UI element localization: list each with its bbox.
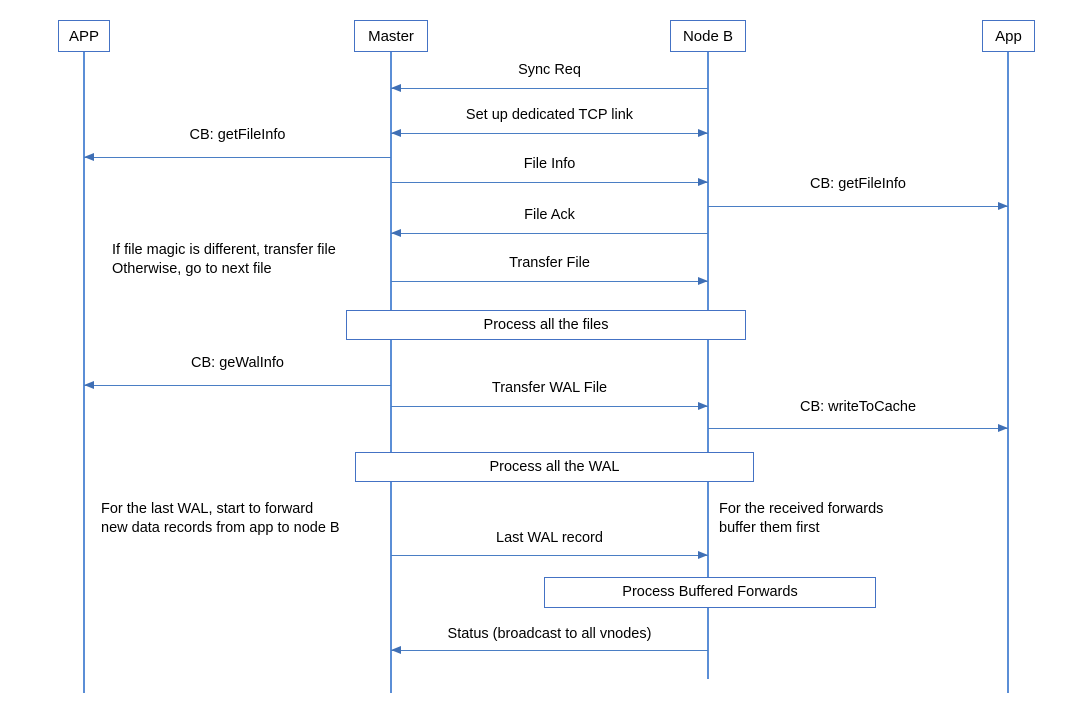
lifeline-app-left	[83, 52, 85, 693]
message-line-transfer-wal-file	[391, 406, 708, 407]
arrowhead-right-setup-tcp-link	[698, 128, 708, 137]
message-label-setup-tcp-link: Set up dedicated TCP link	[465, 107, 634, 123]
arrowhead-left-file-ack	[391, 228, 401, 237]
arrowhead-left-status-broadcast	[391, 645, 401, 654]
message-label-cb-get-file-info-right: CB: getFileInfo	[810, 176, 906, 192]
lifeline-app-right	[1007, 52, 1009, 693]
participant-box-master[interactable]: Master	[354, 20, 428, 52]
note-buffer-forwards: For the received forwards buffer them fi…	[719, 501, 884, 536]
message-line-last-wal-record	[391, 555, 708, 556]
arrowhead-right-cb-write-to-cache	[998, 423, 1008, 432]
message-label-cb-get-file-info-left: CB: getFileInfo	[189, 127, 286, 143]
participant-box-node-b[interactable]: Node B	[670, 20, 746, 52]
arrowhead-left-cb-get-file-info-left	[84, 152, 94, 161]
participant-label-app-right: App	[995, 27, 1022, 45]
participant-box-app-left[interactable]: APP	[58, 20, 110, 52]
arrowhead-left-setup-tcp-link	[391, 128, 401, 137]
message-label-last-wal-record: Last WAL record	[496, 530, 603, 546]
message-line-transfer-file	[391, 281, 708, 282]
arrowhead-right-cb-get-file-info-right	[998, 201, 1008, 210]
note-last-wal-forward: For the last WAL, start to forward new d…	[101, 501, 340, 536]
message-label-file-ack: File Ack	[524, 207, 575, 223]
activation-label-process-buffered-forwards: Process Buffered Forwards	[622, 584, 798, 601]
participant-label-app-left: APP	[68, 27, 99, 45]
message-line-cb-write-to-cache	[708, 428, 1008, 429]
message-label-transfer-file: Transfer File	[509, 255, 590, 271]
activation-label-process-all-wal: Process all the WAL	[489, 458, 620, 475]
arrowhead-right-transfer-wal-file	[698, 401, 708, 410]
message-label-sync-req: Sync Req	[518, 62, 581, 78]
message-label-status-broadcast: Status (broadcast to all vnodes)	[447, 626, 652, 642]
lifeline-master	[390, 52, 392, 693]
message-line-sync-req	[391, 88, 708, 89]
arrowhead-right-file-info	[698, 177, 708, 186]
arrowhead-right-transfer-file	[698, 276, 708, 285]
message-line-file-ack	[391, 233, 708, 234]
activation-label-process-all-files: Process all the files	[483, 316, 609, 333]
note-file-magic: If file magic is different, transfer fil…	[112, 242, 336, 277]
message-line-cb-ge-wal-info	[84, 385, 391, 386]
message-label-cb-ge-wal-info: CB: geWalInfo	[191, 355, 284, 371]
arrowhead-left-cb-ge-wal-info	[84, 380, 94, 389]
activation-box-process-all-files[interactable]: Process all the files	[346, 310, 746, 340]
participant-label-master: Master	[368, 27, 414, 45]
arrowhead-right-last-wal-record	[698, 550, 708, 559]
message-label-file-info: File Info	[523, 156, 576, 172]
arrowhead-left-sync-req	[391, 83, 401, 92]
message-label-transfer-wal-file: Transfer WAL File	[491, 380, 608, 396]
message-line-setup-tcp-link	[391, 133, 708, 134]
message-line-file-info	[391, 182, 708, 183]
activation-box-process-buffered-forwards[interactable]: Process Buffered Forwards	[544, 577, 876, 608]
message-line-cb-get-file-info-right	[708, 206, 1008, 207]
lifeline-node-b	[707, 52, 709, 679]
participant-box-app-right[interactable]: App	[982, 20, 1035, 52]
message-line-status-broadcast	[391, 650, 708, 651]
message-line-cb-get-file-info-left	[84, 157, 391, 158]
activation-box-process-all-wal[interactable]: Process all the WAL	[355, 452, 754, 482]
participant-label-node-b: Node B	[682, 27, 734, 45]
message-label-cb-write-to-cache: CB: writeToCache	[799, 399, 917, 415]
